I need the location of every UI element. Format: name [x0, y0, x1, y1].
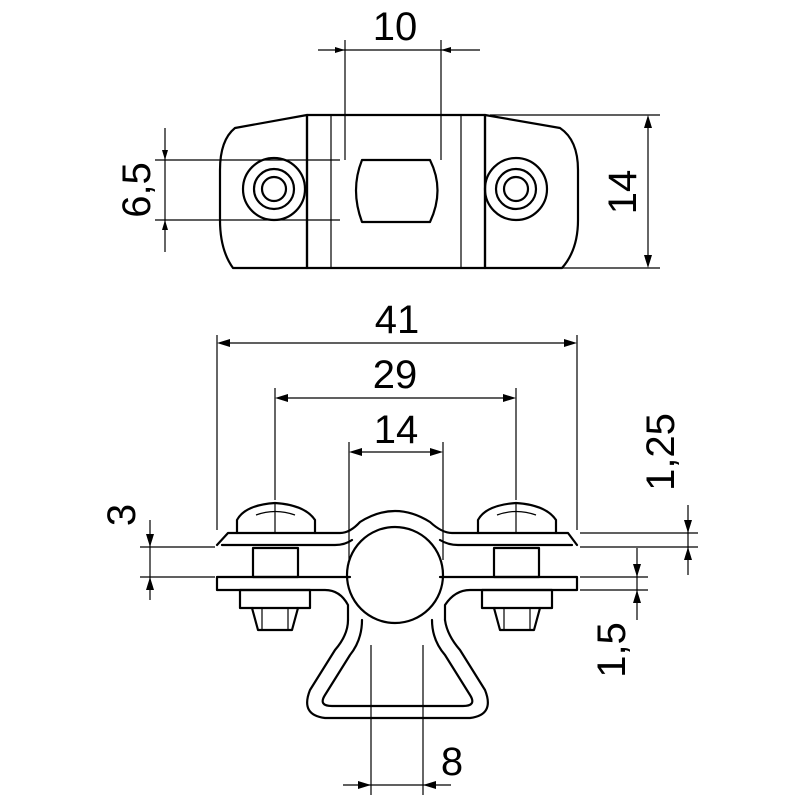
dim-8: 8: [343, 645, 463, 795]
bottom-plate: [215, 575, 579, 622]
dim-6-5-label: 6,5: [115, 162, 159, 218]
dim-14-top: 14: [490, 114, 660, 269]
top-strap: [215, 510, 579, 547]
dim-1-5: 1,5: [580, 548, 648, 678]
dim-3: 3: [100, 504, 215, 600]
conductor: [345, 525, 445, 625]
dim-3-label: 3: [100, 504, 144, 526]
dim-1-5-label: 1,5: [590, 622, 634, 678]
top-view-slot: [354, 158, 439, 224]
dim-41: 41: [216, 298, 578, 530]
top-strap-lower-right: [438, 538, 574, 547]
left-spacer: [251, 546, 300, 579]
dim-8-label: 8: [441, 740, 463, 784]
dim-6-5: 6,5: [115, 128, 340, 252]
top-view-plate-outline-right: [483, 113, 580, 270]
right-nut: [480, 588, 554, 632]
mounting-loop-inner: [321, 618, 474, 708]
dim-29: 29: [274, 353, 517, 500]
dim-14-top-label: 14: [601, 170, 645, 215]
right-spacer: [492, 546, 541, 579]
dim-41-label: 41: [375, 298, 420, 342]
right-screw-head: [476, 501, 558, 535]
dim-1-25: 1,25: [580, 413, 698, 575]
left-nut: [238, 588, 312, 632]
top-view-right-screw: [483, 156, 549, 222]
top-strap-lower: [220, 538, 354, 547]
side-view: 41 29 14 3: [100, 298, 698, 795]
dim-10-label: 10: [373, 5, 418, 49]
dim-10: 10: [318, 5, 480, 160]
dim-14-side: 14: [348, 408, 444, 560]
left-screw-head: [235, 501, 317, 535]
dim-29-label: 29: [373, 353, 418, 397]
mounting-loop: [306, 618, 489, 720]
top-view: 10 6,5 14: [115, 5, 660, 270]
top-view-left-screw: [241, 156, 307, 222]
top-view-central-block: [305, 113, 487, 270]
dim-1-25-label: 1,25: [639, 413, 683, 491]
dim-14-side-label: 14: [374, 408, 419, 452]
